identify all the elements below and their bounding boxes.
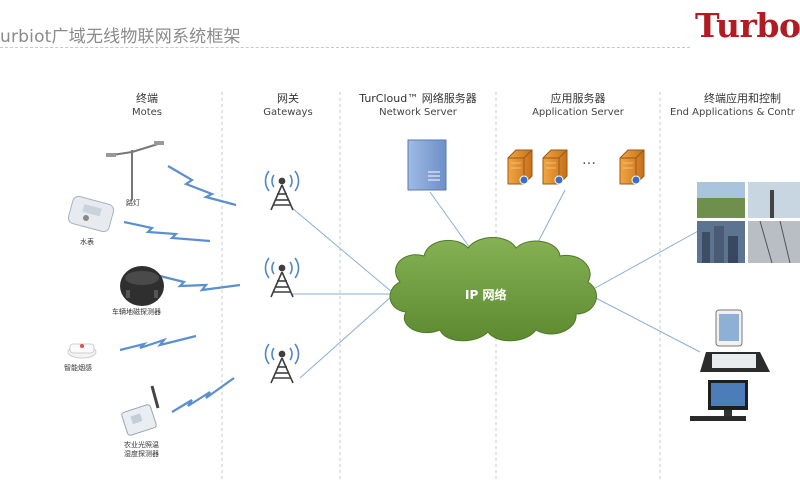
cloud-label: IP 网络	[465, 288, 507, 302]
mote-label-line: 农业光照温	[124, 441, 159, 449]
monitoring-photos	[697, 182, 800, 264]
ip-cloud-icon	[389, 237, 598, 342]
column-header-en: Network Server	[379, 107, 457, 118]
lightning-icon	[171, 377, 235, 413]
mote-label-vehicle-detector: 车辆地磁探测器	[112, 308, 161, 316]
link-cloud-monitor	[587, 229, 701, 293]
water-meter-icon	[67, 195, 115, 233]
lightning-icon	[167, 165, 237, 207]
tablet-icon	[715, 309, 743, 347]
page-title: urbiot广域无线物联网系统框架	[0, 27, 241, 47]
mote-label-smoke-detector: 智能烟感	[64, 364, 92, 372]
desktop-monitor-icon	[690, 380, 748, 421]
smoke-detector-icon	[67, 343, 97, 359]
mote-label-line: 湿度探测器	[124, 450, 159, 458]
column-header-en: Motes	[131, 107, 163, 118]
column-header-cn: 终端	[136, 92, 158, 105]
link-gateway3-cloud	[299, 295, 393, 379]
column-header-cn: 网关	[277, 92, 299, 105]
link-appserver-cloud	[534, 189, 566, 249]
agri-sensor-icon	[121, 385, 160, 436]
column-header-cn: 应用服务器	[550, 92, 606, 105]
column-header-motes: 终端 Motes	[102, 92, 192, 120]
column-header-application-server: 应用服务器 Application Server	[504, 92, 652, 120]
link-gateway1-cloud	[291, 207, 393, 293]
wireless-links	[119, 165, 241, 413]
column-header-en: Gateways	[263, 107, 313, 118]
column-header-end-applications: 终端应用和控制 End Applications & Contr	[664, 92, 800, 120]
mote-label-water-meter: 水表	[80, 238, 94, 246]
column-header-en: Application Server	[532, 107, 624, 118]
network-server-icon	[407, 139, 447, 191]
gateway-tower-icon	[264, 170, 300, 211]
link-networkserver-cloud	[429, 191, 471, 249]
column-header-cn: TurCloud™ 网络服务器	[359, 92, 477, 105]
app-server-ellipsis: …	[582, 152, 599, 168]
mote-label-agri-sensor: 农业光照温 湿度探测器	[124, 441, 159, 459]
mote-label-streetlight: 路灯	[126, 199, 140, 207]
lightning-icon	[123, 220, 211, 243]
network-links	[291, 189, 701, 379]
app-server-icon	[507, 149, 533, 185]
app-server-icon	[542, 149, 568, 185]
lightning-icon	[159, 274, 241, 292]
app-server-icon	[619, 149, 645, 185]
brand-logo: Turbo	[695, 6, 800, 45]
header-divider	[0, 47, 690, 49]
gateway-tower-icon	[264, 257, 300, 298]
streetlight-icon	[106, 141, 164, 200]
vehicle-detector-icon	[120, 266, 164, 306]
link-cloud-devices	[587, 293, 701, 353]
column-header-network-server: TurCloud™ 网络服务器 Network Server	[344, 92, 492, 120]
column-header-gateways: 网关 Gateways	[238, 92, 338, 120]
lightning-icon	[119, 334, 197, 352]
column-header-en: End Applications & Contr	[670, 107, 795, 118]
laptop-icon	[700, 352, 770, 372]
gateway-tower-icon	[264, 343, 300, 384]
column-header-cn: 终端应用和控制	[704, 92, 781, 105]
